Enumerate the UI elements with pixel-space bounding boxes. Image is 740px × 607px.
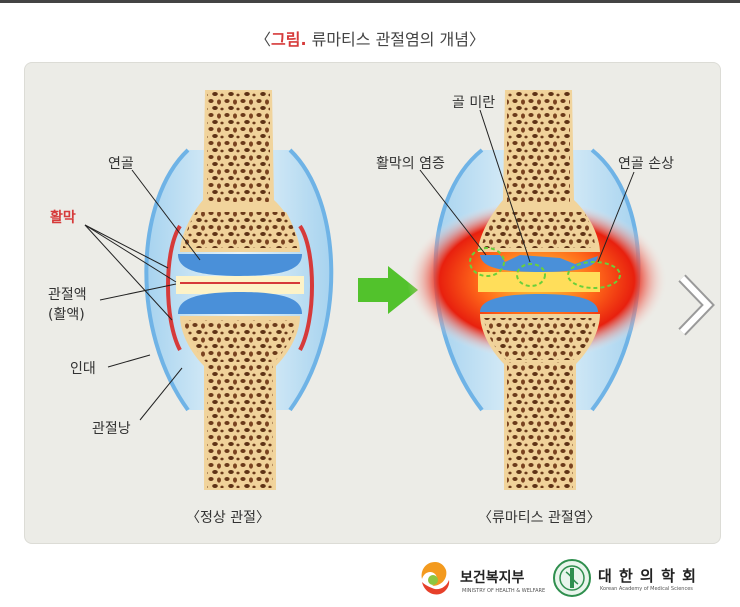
- normal-leader-lines: [84, 169, 201, 421]
- top-border: [0, 0, 740, 3]
- caption-ra-joint: 〈류마티스 관절염〉: [478, 510, 601, 526]
- ra-upper-cartilage: [480, 255, 598, 272]
- ra-synovitis-marker: [469, 247, 505, 277]
- normal-upper-cartilage: [178, 254, 302, 276]
- normal-synovial-fluid: [176, 276, 304, 294]
- kams-name: 대 한 의 학 회: [598, 567, 697, 585]
- ra-cartilage-marker: [567, 261, 621, 289]
- normal-joint: [144, 90, 334, 490]
- ra-joint: [407, 90, 667, 490]
- kams-subtitle: Korean Academy of Medical Sciences: [600, 586, 693, 592]
- right-arrow-icon: [358, 266, 418, 314]
- normal-lower-cartilage: [178, 292, 302, 314]
- caption-normal-joint: 〈정상 관절〉: [186, 510, 270, 526]
- title-highlight: 그림.: [271, 30, 307, 49]
- normal-synovium-right: [298, 224, 314, 351]
- label-cartilage-damage: 연골 손상: [618, 156, 674, 172]
- mohw-logo-icon: [421, 562, 450, 595]
- figure-title: 〈그림. 류마티스 관절염의 개념〉: [0, 26, 740, 50]
- ra-synovial-fluid: [478, 272, 600, 292]
- label-bone-erosion: 골 미란: [452, 95, 496, 111]
- ra-lower-cartilage: [480, 294, 598, 312]
- label-cartilage: 연골: [108, 156, 134, 172]
- ra-erosion-marker: [516, 263, 546, 287]
- label-synovial-fluid: 관절액: [48, 287, 87, 303]
- label-capsule: 관절낭: [92, 421, 131, 437]
- label-synovial-fluid-alt: (활액): [48, 307, 85, 323]
- title-bracket: 〈: [254, 30, 271, 49]
- normal-ligament-outline: [144, 148, 190, 412]
- logo-bar: 보건복지부 MINISTRY OF HEALTH & WELFARE 대 한 의…: [0, 552, 740, 607]
- kams-logo-icon: [553, 559, 591, 597]
- label-synovitis: 활막의 염증: [376, 156, 445, 172]
- mohw-subtitle: MINISTRY OF HEALTH & WELFARE: [462, 588, 546, 594]
- ra-leader-lines: [419, 109, 635, 263]
- title-text: 류마티스 관절염의 개념〉: [306, 30, 485, 49]
- next-chevron-icon[interactable]: [672, 270, 718, 340]
- label-synovium: 활막: [50, 210, 76, 226]
- mohw-name: 보건복지부: [460, 570, 525, 586]
- label-ligament: 인대: [70, 361, 96, 377]
